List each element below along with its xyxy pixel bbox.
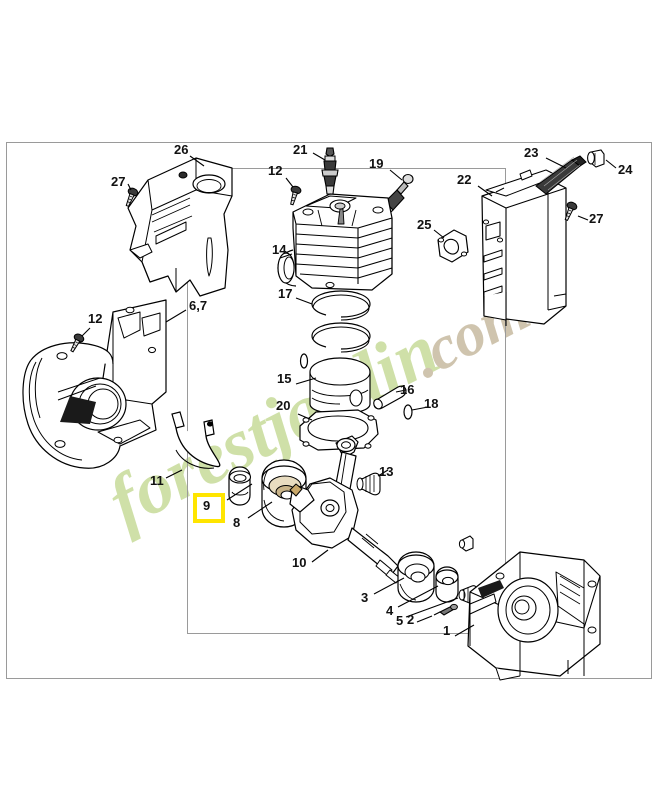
- leader-19: [389, 169, 403, 181]
- part-muffler-gasket: [437, 229, 469, 263]
- part-small-sleeve: [458, 535, 474, 552]
- part-spark-arrester-screen: [535, 155, 587, 195]
- part-cylinder-shroud: [127, 157, 233, 297]
- leader-3: [373, 577, 405, 595]
- leader-23: [545, 157, 567, 169]
- part-pin-2: [433, 603, 458, 616]
- leader-27-left: [127, 183, 132, 191]
- leader-20: [297, 413, 313, 421]
- part-circlip-18: [403, 404, 413, 420]
- part-piston: [309, 357, 371, 415]
- leader-11: [165, 469, 183, 479]
- callout-10: 10: [292, 555, 307, 570]
- part-shim-washer-4: [435, 566, 459, 603]
- leader-22: [477, 185, 493, 197]
- part-spark-plug-boot: [321, 147, 339, 206]
- callout-25: 25: [417, 217, 432, 232]
- leader-6-7: [165, 309, 187, 323]
- leader-5: [405, 597, 459, 618]
- callout-2: 2: [407, 612, 415, 627]
- callout-8: 8: [233, 515, 241, 530]
- callout-9: 9: [203, 498, 211, 513]
- leader-12-right: [285, 177, 294, 188]
- callout-27-left: 27: [111, 174, 126, 189]
- leader-8: [247, 501, 273, 519]
- callout-27-right: 27: [589, 211, 604, 226]
- part-crankcase: [467, 551, 601, 681]
- leader-27-right: [577, 215, 589, 221]
- part-ignition-lead: [171, 411, 221, 469]
- callout-15: 15: [277, 371, 292, 386]
- callout-12-right: 12: [268, 163, 283, 178]
- leader-1: [454, 624, 475, 637]
- leader-25: [433, 229, 445, 239]
- part-oil-seal-ring-9: [228, 466, 252, 506]
- part-circlip-left: [299, 353, 309, 369]
- callout-23: 23: [524, 145, 539, 160]
- callout-18: 18: [424, 396, 439, 411]
- part-cap-nut: [587, 149, 605, 168]
- part-piston-rings: [311, 290, 371, 353]
- part-bearing-3: [397, 551, 435, 603]
- callout-5: 5: [396, 613, 404, 628]
- leader-13: [377, 469, 389, 477]
- callout-20: 20: [276, 398, 291, 413]
- callout-14: 14: [272, 242, 287, 257]
- part-muffler: [481, 169, 567, 326]
- part-crankshaft: [289, 435, 401, 584]
- part-cylinder: [277, 193, 393, 291]
- callout-17: 17: [278, 286, 293, 301]
- callout-1: 1: [443, 623, 451, 638]
- leader-14: [279, 253, 293, 259]
- callout-13: 13: [379, 464, 394, 479]
- callout-4: 4: [386, 603, 394, 618]
- leader-16: [395, 389, 407, 393]
- leader-24: [605, 159, 617, 169]
- leader-4: [397, 585, 439, 608]
- callout-19: 19: [369, 156, 384, 171]
- callout-16: 16: [400, 382, 415, 397]
- callout-11: 11: [150, 473, 164, 488]
- callout-6-7: 6,7: [189, 298, 208, 313]
- callout-21: 21: [293, 142, 308, 157]
- part-needle-cage: [356, 472, 381, 496]
- leader-26: [189, 155, 205, 167]
- highlight-box-part-9[interactable]: [193, 493, 225, 523]
- leader-12-left: [81, 327, 91, 337]
- callout-26: 26: [174, 142, 189, 157]
- leader-9: [226, 483, 253, 501]
- leader-21: [312, 152, 326, 161]
- leader-18: [411, 406, 429, 411]
- inner-border: [187, 168, 506, 634]
- leader-17: [295, 297, 313, 305]
- leader-15: [295, 377, 317, 385]
- part-cylinder-gasket: [299, 409, 379, 451]
- leader-2: [416, 615, 433, 623]
- callout-12-left: 12: [88, 311, 103, 326]
- part-screw-12-right: [286, 184, 303, 207]
- callout-3: 3: [361, 590, 369, 605]
- part-fan-housing: [22, 299, 167, 469]
- callout-24: 24: [618, 162, 633, 177]
- callout-22: 22: [457, 172, 472, 187]
- leader-10: [311, 549, 329, 563]
